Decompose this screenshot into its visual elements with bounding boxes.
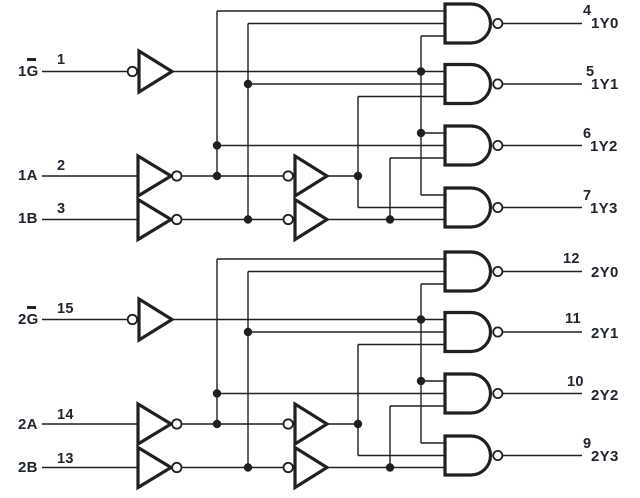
- pin-number-9: 9: [583, 436, 592, 452]
- input-label-2g: 2G: [18, 311, 39, 328]
- output-label-2y2: 2Y2: [591, 387, 619, 404]
- pin-number-4: 4: [583, 3, 592, 19]
- pin-number-2: 2: [57, 158, 66, 174]
- overline-2g: [27, 306, 36, 309]
- output-label-1y1: 1Y1: [591, 76, 619, 93]
- decoder-section-2: [40, 250, 584, 490]
- output-label-2y0: 2Y0: [591, 264, 619, 281]
- pin-number-1: 1: [57, 52, 66, 68]
- pin-number-12: 12: [563, 251, 580, 267]
- output-label-1y0: 1Y0: [591, 15, 619, 32]
- input-label-2b: 2B: [18, 459, 38, 476]
- pin-number-10: 10: [567, 374, 584, 390]
- pin-number-5: 5: [586, 64, 595, 80]
- pin-number-15: 15: [57, 301, 74, 317]
- output-label-1y3: 1Y3: [590, 200, 618, 217]
- input-label-2a: 2A: [18, 416, 38, 433]
- pin-number-14: 14: [57, 407, 74, 423]
- overline-1g: [27, 58, 36, 61]
- pin-number-3: 3: [57, 201, 66, 217]
- output-label-1y2: 1Y2: [590, 138, 618, 155]
- input-label-1a: 1A: [18, 167, 38, 184]
- output-label-2y1: 2Y1: [591, 325, 619, 342]
- pin-number-13: 13: [57, 451, 74, 467]
- pin-number-6: 6: [583, 126, 592, 142]
- pin-number-7: 7: [583, 188, 592, 204]
- output-label-2y3: 2Y3: [591, 448, 619, 465]
- pin-number-11: 11: [565, 311, 581, 327]
- input-label-1b: 1B: [18, 210, 38, 227]
- decoder-section-1: [40, 2, 584, 242]
- input-label-1g: 1G: [18, 63, 39, 80]
